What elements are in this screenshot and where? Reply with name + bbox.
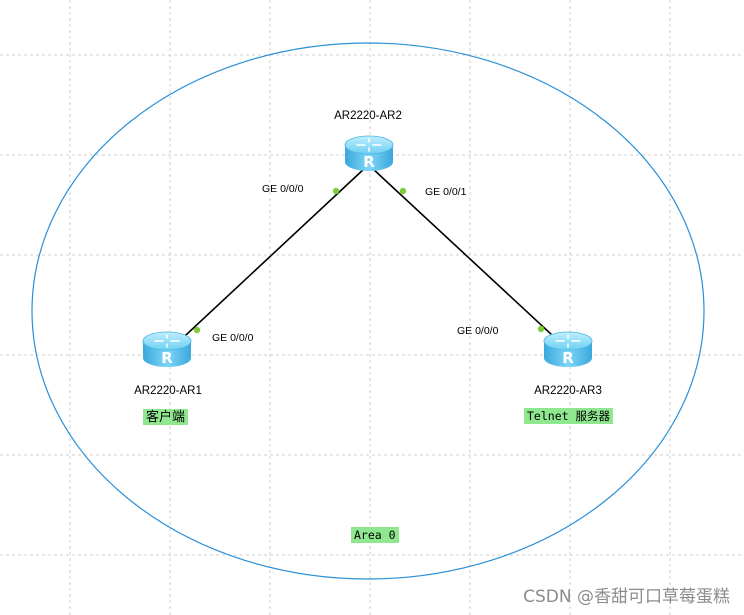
router-icon[interactable] [142,331,192,368]
port-label-ar3-ge000: GE 0/0/0 [457,325,499,337]
port-label-ar1-ge000: GE 0/0/0 [212,332,254,344]
tag-telnet-server: Telnet 服务器 [524,408,613,424]
port-dot-ar2-ge000[interactable] [332,187,340,195]
link-ar2-ar1[interactable] [171,167,366,349]
device-name-ar1: AR2220-AR1 [134,385,202,397]
device-name-ar3: AR2220-AR3 [534,385,602,397]
port-dot-ar1-ge000[interactable] [193,326,201,334]
port-label-ar2-ge000: GE 0/0/0 [262,183,304,195]
area-0-boundary [31,42,705,580]
port-label-ar2-ge001: GE 0/0/1 [425,186,467,198]
port-dot-ar2-ge001[interactable] [399,187,407,195]
router-icon[interactable] [543,331,593,368]
device-name-ar2: AR2220-AR2 [334,110,402,122]
watermark: CSDN @香甜可口草莓蛋糕 [523,587,730,607]
link-ar2-ar3[interactable] [371,167,567,349]
tag-client: 客户端 [143,409,189,425]
tag-area-0: Area 0 [351,527,399,543]
port-dot-ar3-ge000[interactable] [537,325,545,333]
router-icon[interactable] [344,135,394,172]
